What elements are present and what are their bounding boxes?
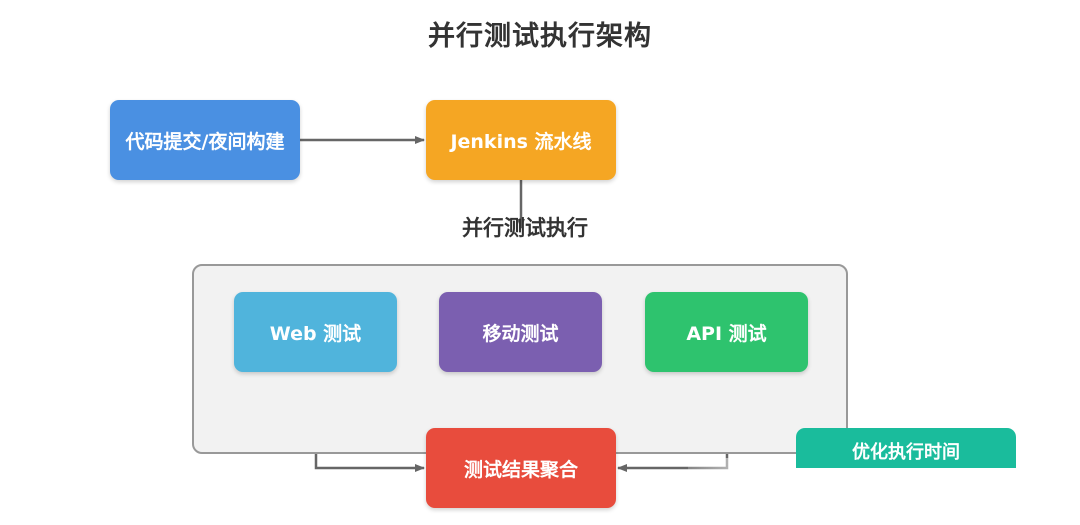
- api-test-node: API 测试: [645, 292, 808, 372]
- diagram-title: 并行测试执行架构: [428, 21, 652, 52]
- parallel-execution-label: 并行测试执行: [462, 216, 588, 240]
- optimize-execution-time-note: 优化执行时间: [796, 428, 1016, 468]
- mobile-test-node: 移动测试: [439, 292, 602, 372]
- jenkins-pipeline-node: Jenkins 流水线: [426, 100, 616, 180]
- result-aggregation-node: 测试结果聚合: [426, 428, 616, 508]
- note-connector-fade: [688, 458, 796, 472]
- web-test-node: Web 测试: [234, 292, 397, 372]
- trigger-node: 代码提交/夜间构建: [110, 100, 300, 180]
